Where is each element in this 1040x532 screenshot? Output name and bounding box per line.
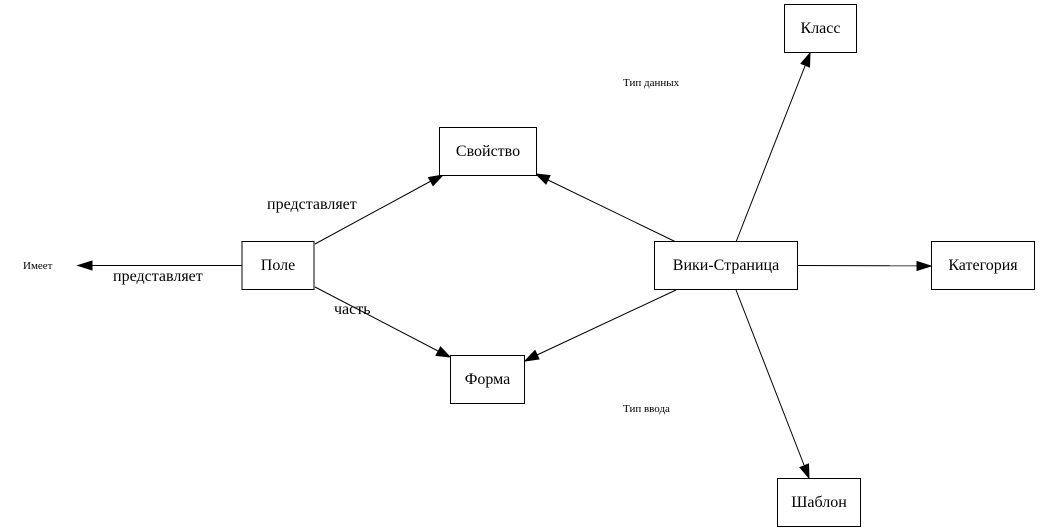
node-box[interactable] <box>931 241 1035 290</box>
arrowhead-icon <box>427 174 445 187</box>
edge-label-field-form: часть <box>334 301 371 318</box>
arrowhead-icon <box>800 51 811 68</box>
node-form[interactable]: Форма <box>450 355 525 404</box>
node-category[interactable]: Категория <box>931 241 1035 290</box>
node-box[interactable] <box>777 478 861 527</box>
node-label: Категория <box>948 257 1018 274</box>
node-label: Поле <box>261 257 295 274</box>
edge-field-to-property <box>314 174 445 245</box>
arrowhead-icon <box>76 260 93 271</box>
arrowhead-icon <box>435 346 452 358</box>
node-class[interactable]: Класс <box>784 4 857 53</box>
edge-label-field-property: представляет <box>267 196 357 213</box>
edge-wikipage-to-class <box>735 51 811 243</box>
edge-line <box>735 289 805 466</box>
node-box[interactable] <box>654 241 798 290</box>
edge-field-to-has <box>76 260 242 271</box>
node-box[interactable] <box>450 355 525 404</box>
arrowhead-icon <box>523 349 540 362</box>
node-template[interactable]: Шаблон <box>777 478 861 527</box>
edge-wikipage-to-property <box>534 173 677 243</box>
free-labels: Тип данных Тип ввода <box>623 77 680 415</box>
input-type-label: Тип ввода <box>623 403 670 415</box>
node-box[interactable] <box>784 4 857 53</box>
node-field[interactable]: Поле <box>241 241 315 290</box>
edge-labels: представляет представляет часть <box>113 196 371 318</box>
edge-line <box>314 180 432 245</box>
edge-wikipage-to-category <box>796 260 933 272</box>
edge-label-field-has: представляет <box>113 268 203 285</box>
node-wiki-page[interactable]: Вики-Страница <box>654 241 798 290</box>
node-property[interactable]: Свойство <box>439 127 537 176</box>
node-has: Имеет <box>23 260 53 272</box>
node-label: Форма <box>465 371 511 388</box>
edge-field-to-form <box>314 286 452 358</box>
arrowhead-icon <box>916 260 933 272</box>
node-box[interactable] <box>241 241 315 290</box>
node-label: Класс <box>801 20 841 37</box>
node-label: Шаблон <box>791 494 847 511</box>
arrowhead-icon <box>799 463 810 480</box>
edge-line <box>536 289 677 356</box>
edge-line <box>547 179 677 243</box>
node-box[interactable] <box>439 127 537 176</box>
arrowhead-icon <box>534 173 551 185</box>
node-label: Вики-Страница <box>673 257 779 274</box>
edge-wikipage-to-form <box>523 289 677 362</box>
node-label: Свойство <box>456 143 520 160</box>
edges <box>76 51 933 480</box>
edge-wikipage-to-template <box>735 289 810 480</box>
data-type-label: Тип данных <box>623 77 680 89</box>
edge-line <box>314 286 439 352</box>
edge-line <box>735 65 806 243</box>
